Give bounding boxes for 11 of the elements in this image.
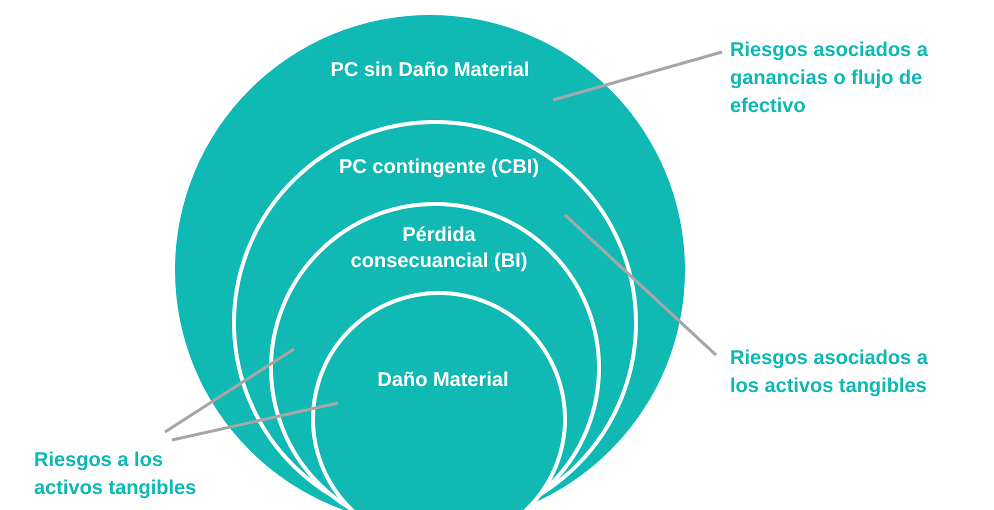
circle-label: PC contingente (CBI): [338, 155, 540, 180]
leader-line: [564, 214, 718, 356]
circle-label: Daño Material: [376, 368, 510, 393]
callout-text: Riesgos asociados a los activos tangibles: [730, 344, 962, 400]
circle-label: PC sin Daño Material: [330, 58, 530, 83]
callout-text: Riesgos asociados a ganancias o flujo de efectivo: [730, 36, 980, 120]
circle-label: Pérdida consecuancial (BI): [350, 223, 528, 274]
leader-line: [172, 402, 338, 442]
leader-line: [552, 50, 722, 102]
leader-line: [164, 348, 295, 434]
callout-text: Riesgos a los activos tangibles: [34, 446, 234, 502]
